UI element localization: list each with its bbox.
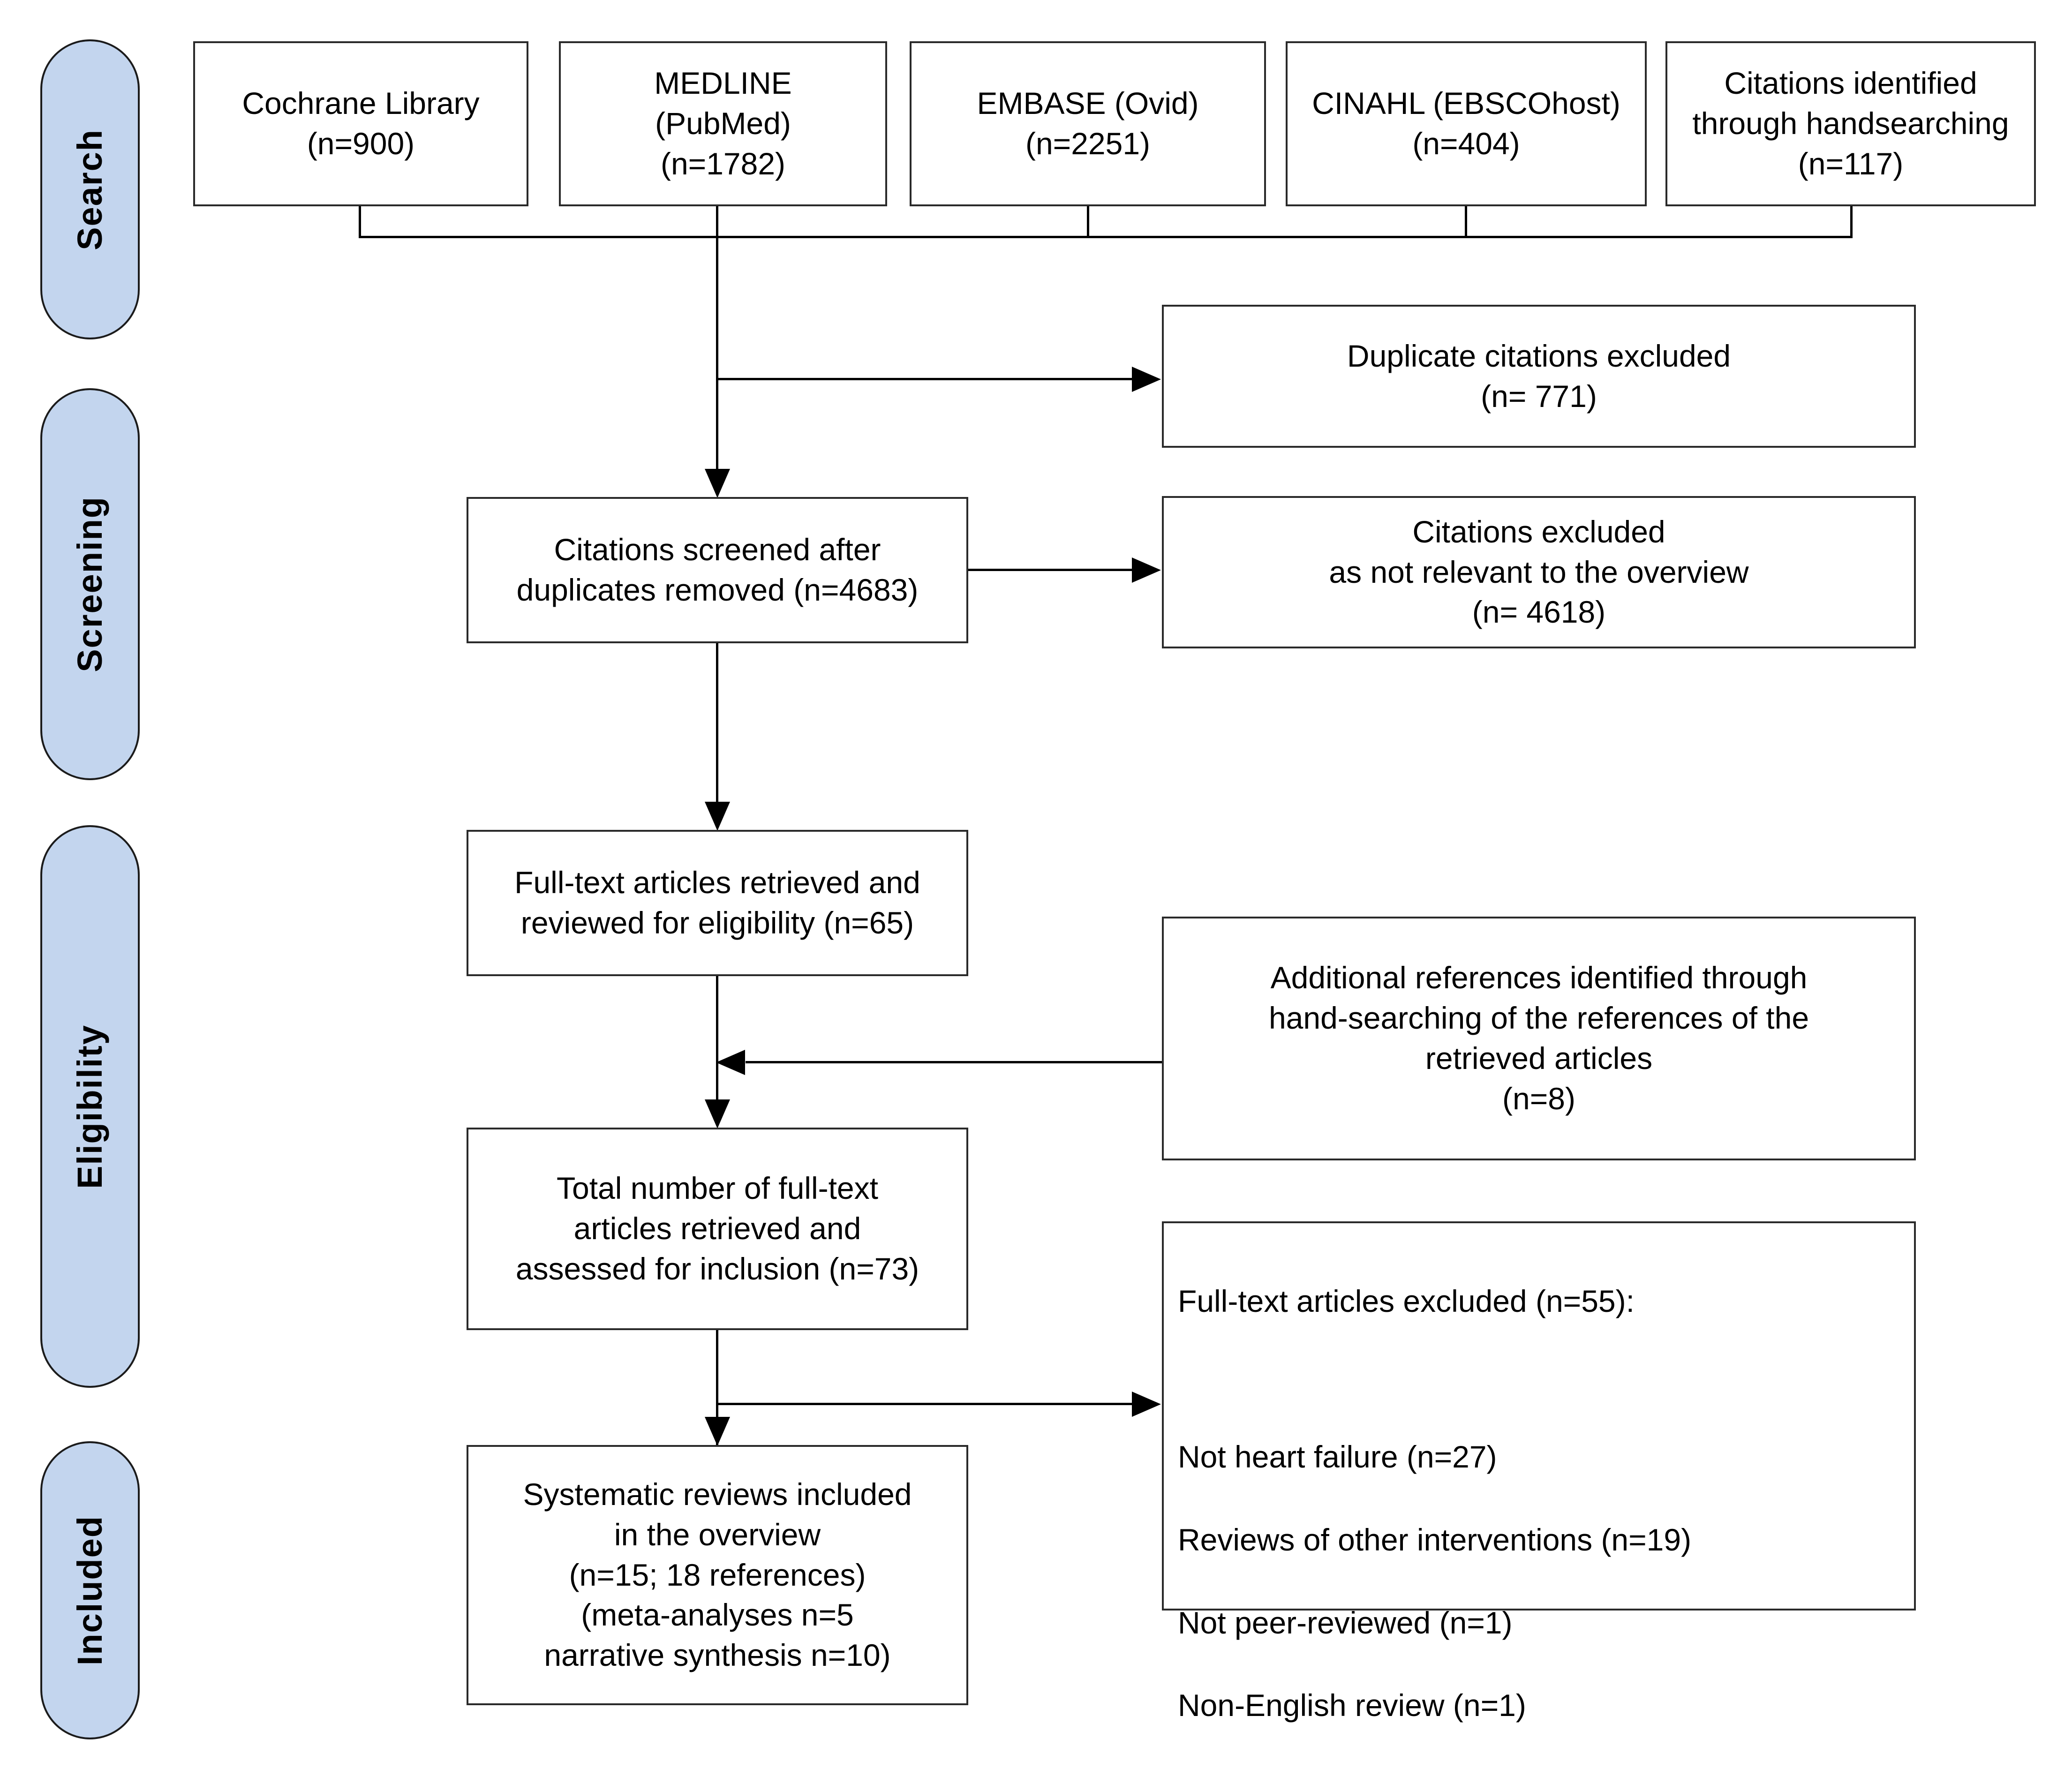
source-text-cochrane: Cochrane Library (n=900) [242, 86, 480, 161]
stage-label-screening: Screening [70, 496, 109, 672]
connector-trunk-to-screened [716, 236, 718, 489]
citations-excluded-box: Citations excluded as not relevant to th… [1162, 496, 1916, 648]
source-box-medline: MEDLINE (PubMed) (n=1782) [559, 41, 887, 206]
included-reviews-text: Systematic reviews included in the overv… [523, 1477, 912, 1673]
source-text-embase: EMBASE (Ovid) (n=2251) [977, 86, 1199, 161]
exclusion-reason-item: Not a systematic review (n=6) [1178, 1768, 1691, 1776]
connector-drop-cochrane [359, 206, 361, 237]
included-reviews-box: Systematic reviews included in the overv… [467, 1445, 968, 1705]
duplicates-excluded-box: Duplicate citations excluded (n= 771) [1162, 305, 1916, 448]
fulltext-excluded-content: Full-text articles excluded (n=55): Not … [1178, 1239, 1691, 1776]
source-box-handsearching: Citations identified through handsearchi… [1665, 41, 2036, 206]
additional-references-box: Additional references identified through… [1162, 917, 1916, 1160]
arrow-into-citations-excluded-box [1132, 557, 1161, 583]
source-text-handsearching: Citations identified through handsearchi… [1692, 66, 2009, 181]
stage-pill-included: Included [40, 1441, 140, 1739]
citations-excluded-text: Citations excluded as not relevant to th… [1329, 514, 1749, 630]
stage-label-eligibility: Eligibility [70, 1024, 109, 1189]
connector-fulltext-to-total [716, 976, 718, 1117]
citations-screened-box: Citations screened after duplicates remo… [467, 497, 968, 643]
fulltext-retrieved-text: Full-text articles retrieved and reviewe… [514, 865, 920, 940]
total-fulltext-text: Total number of full-text articles retri… [515, 1171, 919, 1286]
fulltext-excluded-box: Full-text articles excluded (n=55): Not … [1162, 1221, 1916, 1776]
connector-drop-cinahl [1465, 206, 1467, 237]
arrow-into-screened-box [705, 469, 730, 498]
total-fulltext-box: Total number of full-text articles retri… [467, 1128, 968, 1330]
arrow-into-included-box [705, 1417, 730, 1446]
connector-drop-handsearch [1850, 206, 1853, 237]
source-box-cinahl: CINAHL (EBSCOhost) (n=404) [1286, 41, 1647, 206]
connector-drop-medline [716, 206, 718, 237]
connector-to-duplicates [716, 378, 1133, 380]
arrow-into-total-box [705, 1099, 730, 1129]
stage-pill-screening: Screening [40, 388, 140, 780]
source-box-embase: EMBASE (Ovid) (n=2251) [910, 41, 1266, 206]
connector-source-bus [359, 236, 1853, 238]
fulltext-excluded-header: Full-text articles excluded (n=55): [1178, 1284, 1635, 1319]
exclusion-reason-item: Non-English review (n=1) [1178, 1688, 1526, 1723]
arrow-into-duplicates-box [1132, 367, 1161, 392]
stage-label-search: Search [70, 128, 109, 250]
arrow-into-fulltext-excluded-box [1132, 1392, 1161, 1417]
stage-pill-eligibility: Eligibility [40, 825, 140, 1388]
arrow-into-fulltext-box [705, 802, 730, 831]
connector-to-citations-excluded [968, 569, 1133, 571]
exclusion-reason-item: Reviews of other interventions (n=19) [1178, 1522, 1692, 1557]
source-box-cochrane: Cochrane Library (n=900) [193, 41, 528, 206]
connector-screened-to-fulltext [716, 643, 718, 805]
connector-total-to-included [716, 1330, 718, 1455]
stage-label-included: Included [70, 1515, 109, 1666]
connector-additional-into-trunk [746, 1061, 1162, 1063]
exclusion-reason-item: Not heart failure (n=27) [1178, 1439, 1497, 1474]
additional-references-text: Additional references identified through… [1268, 960, 1809, 1116]
citations-screened-text: Citations screened after duplicates remo… [516, 532, 919, 607]
source-text-cinahl: CINAHL (EBSCOhost) (n=404) [1312, 86, 1620, 161]
source-text-medline: MEDLINE (PubMed) (n=1782) [654, 66, 792, 181]
connector-to-fulltext-excluded [716, 1403, 1133, 1405]
fulltext-excluded-spacer [1178, 1363, 1691, 1394]
fulltext-retrieved-box: Full-text articles retrieved and reviewe… [467, 830, 968, 976]
exclusion-reason-item: Not peer-reviewed (n=1) [1178, 1605, 1513, 1640]
duplicates-excluded-text: Duplicate citations excluded (n= 771) [1347, 338, 1731, 414]
connector-drop-embase [1087, 206, 1089, 237]
arrow-into-trunk-from-additional [716, 1050, 745, 1075]
stage-pill-search: Search [40, 39, 140, 339]
